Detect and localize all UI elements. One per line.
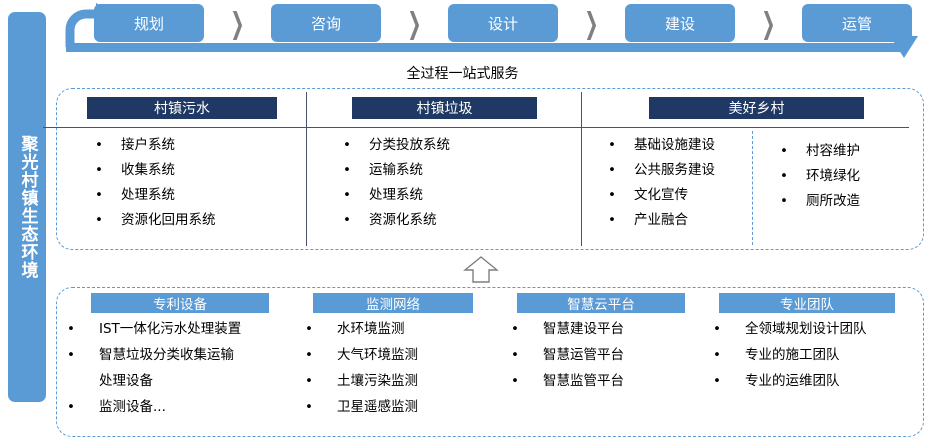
- header-underline: [307, 127, 582, 128]
- left-vertical-banner: 聚光村镇生态环境: [8, 12, 46, 402]
- list-item: •分类投放系统: [343, 137, 450, 153]
- list-item: •基础设施建设: [608, 137, 715, 153]
- list-item: •环境绿化: [780, 168, 860, 184]
- capability-column-equipment: 专利设备 •IST一体化污水处理装置 •智慧垃圾分类收集运输 处理设备 •监测设…: [57, 288, 289, 436]
- list-item: •智慧建设平台: [511, 321, 624, 337]
- list-item: •水环境监测: [305, 321, 405, 337]
- list-item: •接户系统: [95, 137, 175, 153]
- list-item-continuation: 处理设备: [99, 373, 153, 389]
- column-divider: [306, 92, 307, 246]
- capability-column-monitoring: 监测网络 •水环境监测 •大气环境监测 •土壤污染监测 •卫星遥感监测: [289, 288, 497, 436]
- list-item: •土壤污染监测: [305, 373, 418, 389]
- domain-item-list-secondary: •村容维护 •环境绿化 •厕所改造: [772, 139, 860, 214]
- capability-column-team: 专业团队 •全领域规划设计团队 •专业的施工团队 •专业的运维团队: [705, 288, 923, 436]
- flow-chevron-icon: ❯: [584, 5, 599, 41]
- flow-chevron-icon: ❯: [407, 5, 422, 41]
- flow-step-guihua[interactable]: 规划: [94, 4, 204, 42]
- domain-header: 村镇垃圾: [352, 97, 537, 119]
- flow-chevron-icon: ❯: [230, 5, 245, 41]
- flow-step-label: 咨询: [310, 14, 341, 33]
- list-item: •智慧监管平台: [511, 373, 624, 389]
- service-domains-panel: 村镇污水 •接户系统 •收集系统 •处理系统 •资源化回用系统 村镇垃圾: [43, 88, 924, 250]
- list-item: •监测设备...: [67, 399, 166, 415]
- column-divider: [581, 92, 582, 246]
- list-item: •大气环境监测: [305, 347, 418, 363]
- capability-header: 专业团队: [719, 293, 895, 313]
- subcolumn-divider: [752, 131, 753, 245]
- list-item: •IST一体化污水处理装置: [67, 321, 242, 337]
- flow-step-jianshe[interactable]: 建设: [625, 4, 735, 42]
- capability-item-list: •水环境监测 •大气环境监测 •土壤污染监测 •卫星遥感监测: [299, 316, 418, 420]
- header-underline: [43, 127, 307, 128]
- capability-header: 监测网络: [313, 293, 473, 313]
- list-item: •运输系统: [343, 162, 423, 178]
- flow-step-sheji[interactable]: 设计: [448, 4, 558, 42]
- domain-header: 美好乡村: [649, 97, 864, 119]
- list-item: •村容维护: [780, 143, 860, 159]
- domain-item-list: •基础设施建设 •公共服务建设 •文化宣传 •产业融合: [600, 133, 715, 233]
- flow-step-label: 建设: [664, 14, 695, 33]
- capability-item-list: •全领域规划设计团队 •专业的施工团队 •专业的运维团队: [707, 316, 867, 394]
- capability-item-list: •智慧建设平台 •智慧运管平台 •智慧监管平台: [505, 316, 624, 394]
- left-banner-label: 聚光村镇生态环境: [17, 135, 38, 279]
- domain-header: 村镇污水: [87, 97, 277, 119]
- flow-step-label: 设计: [487, 14, 518, 33]
- capability-item-list: •IST一体化污水处理装置 •智慧垃圾分类收集运输 处理设备 •监测设备...: [61, 316, 241, 420]
- domain-column-garbage: 村镇垃圾 •分类投放系统 •运输系统 •处理系统 •资源化系统: [307, 89, 582, 249]
- list-item: •智慧运管平台: [511, 347, 624, 363]
- domain-column-village: 美好乡村 •基础设施建设 •公共服务建设 •文化宣传 •产业融合 •村容维护 •…: [582, 89, 923, 249]
- list-item: •厕所改造: [780, 193, 860, 209]
- list-item: •公共服务建设: [608, 162, 715, 178]
- list-item: •全领域规划设计团队: [713, 321, 867, 337]
- list-item: •智慧垃圾分类收集运输: [67, 347, 234, 363]
- list-item: •收集系统: [95, 162, 175, 178]
- flow-step-yunguan[interactable]: 运管: [802, 4, 912, 42]
- list-item: •专业的运维团队: [713, 373, 840, 389]
- list-item: •产业融合: [608, 212, 688, 228]
- list-item: •卫星遥感监测: [305, 399, 418, 415]
- flow-subtitle: 全过程一站式服务: [406, 66, 519, 82]
- up-arrow-outline-icon: [463, 256, 499, 283]
- domain-item-list: •接户系统 •收集系统 •处理系统 •资源化回用系统: [87, 133, 216, 233]
- process-flow: 规划 ❯ 咨询 ❯ 设计 ❯ 建设 ❯ 运管: [52, 0, 925, 62]
- header-underline: [582, 127, 909, 128]
- list-item: •专业的施工团队: [713, 347, 840, 363]
- flow-step-label: 规划: [133, 14, 164, 33]
- list-item: •文化宣传: [608, 187, 688, 203]
- capability-header: 专利设备: [91, 293, 269, 313]
- flow-chevron-icon: ❯: [761, 5, 776, 41]
- list-item: •处理系统: [343, 187, 423, 203]
- capability-header: 智慧云平台: [517, 293, 685, 313]
- flow-steps-row: 规划 ❯ 咨询 ❯ 设计 ❯ 建设 ❯ 运管: [94, 3, 912, 43]
- list-item: •资源化系统: [343, 212, 437, 228]
- capabilities-panel: 专利设备 •IST一体化污水处理装置 •智慧垃圾分类收集运输 处理设备 •监测设…: [56, 287, 924, 437]
- capability-column-cloud: 智慧云平台 •智慧建设平台 •智慧运管平台 •智慧监管平台: [497, 288, 705, 436]
- domain-column-wastewater: 村镇污水 •接户系统 •收集系统 •处理系统 •资源化回用系统: [43, 89, 307, 249]
- list-item: •处理系统: [95, 187, 175, 203]
- flow-step-zixun[interactable]: 咨询: [271, 4, 381, 42]
- flow-step-label: 运管: [841, 14, 872, 33]
- domain-item-list: •分类投放系统 •运输系统 •处理系统 •资源化系统: [335, 133, 450, 233]
- list-item: •资源化回用系统: [95, 212, 216, 228]
